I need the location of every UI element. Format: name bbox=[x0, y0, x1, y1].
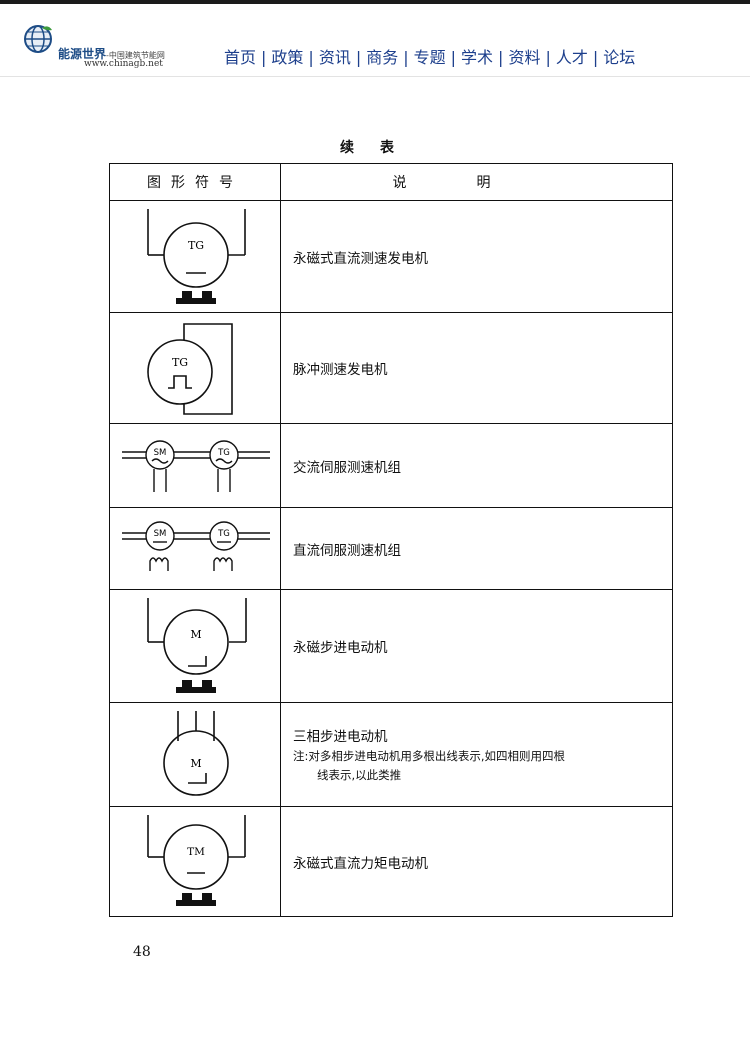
top-border bbox=[0, 0, 750, 4]
site-header: 能源世界-中国建筑节能网 www.chinagb.net 首页|政策|资讯|商务… bbox=[0, 4, 750, 77]
site-logo[interactable]: 能源世界-中国建筑节能网 www.chinagb.net bbox=[22, 22, 222, 72]
header-symbol: 图形符号 bbox=[109, 163, 281, 201]
symbol-cell: SM TG bbox=[109, 507, 281, 590]
torque-motor-symbol: TM bbox=[147, 814, 246, 906]
description-note: 注:对多相步进电动机用多根出线表示,如四相则用四根 线表示,以此类推 bbox=[293, 747, 672, 785]
symbol-label: M bbox=[190, 628, 201, 641]
symbol-label: TG bbox=[188, 239, 204, 252]
note-line: 线表示,以此类推 bbox=[317, 767, 402, 782]
dc-servo-set-symbol: SM TG bbox=[122, 520, 270, 571]
symbol-label: TG bbox=[217, 529, 230, 539]
symbol-label: TM bbox=[187, 846, 205, 858]
tg-pulse-symbol: TG bbox=[147, 323, 233, 415]
table-row: SM TG 直流伺服测速机组 bbox=[109, 507, 673, 590]
description-cell: 三相步进电动机 注:对多相步进电动机用多根出线表示,如四相则用四根 线表示,以此… bbox=[280, 702, 673, 807]
header-divider bbox=[0, 76, 750, 77]
note-line: 注:对多相步进电动机用多根出线表示,如四相则用四根 bbox=[293, 748, 566, 763]
main-nav: 首页|政策|资讯|商务|专题|学术|资料|人才|论坛 bbox=[224, 44, 635, 68]
table-row: M 永磁步进电动机 bbox=[109, 589, 673, 703]
nav-item-policy[interactable]: 政策 bbox=[271, 48, 304, 67]
table-row: SM TG 交流伺服测速机组 bbox=[109, 423, 673, 508]
nav-separator: | bbox=[450, 48, 457, 67]
symbol-label: SM bbox=[154, 529, 167, 539]
nav-separator: | bbox=[592, 48, 599, 67]
nav-separator: | bbox=[498, 48, 504, 67]
nav-item-forum[interactable]: 论坛 bbox=[603, 48, 636, 67]
description-cell: 永磁式直流力矩电动机 bbox=[280, 806, 673, 917]
stepper-permanent-magnet-symbol: M bbox=[147, 598, 247, 693]
symbol-label: M bbox=[190, 757, 201, 770]
description-cell: 永磁式直流测速发电机 bbox=[280, 200, 673, 313]
symbol-cell: TM bbox=[109, 806, 281, 917]
symbol-cell: TG bbox=[109, 312, 281, 424]
site-tagline: -中国建筑节能网 bbox=[106, 51, 165, 60]
site-name: 能源世界-中国建筑节能网 bbox=[58, 47, 165, 61]
description-cell: 永磁步进电动机 bbox=[280, 589, 673, 703]
stepper-three-phase-symbol: M bbox=[163, 710, 229, 796]
header-description: 说明 bbox=[280, 163, 673, 201]
nav-item-business[interactable]: 商务 bbox=[366, 48, 399, 67]
table-row: TM 永磁式直流力矩电动机 bbox=[109, 806, 673, 917]
table-title: 续表 bbox=[340, 140, 420, 156]
nav-separator: | bbox=[261, 48, 267, 67]
nav-separator: | bbox=[545, 48, 551, 67]
table-row: TG 永磁式直流测速发电机 bbox=[109, 200, 673, 313]
site-url: www.chinagb.net bbox=[84, 59, 163, 69]
symbol-label: TG bbox=[172, 356, 188, 369]
page-number: 48 bbox=[133, 944, 151, 960]
symbol-cell: M bbox=[109, 589, 281, 703]
description-cell: 交流伺服测速机组 bbox=[280, 423, 673, 508]
nav-separator: | bbox=[355, 48, 362, 67]
nav-separator: | bbox=[403, 48, 409, 67]
symbol-label: TG bbox=[217, 448, 230, 458]
table-row: TG 脉冲测速发电机 bbox=[109, 312, 673, 424]
description-cell: 直流伺服测速机组 bbox=[280, 507, 673, 590]
symbol-cell: SM TG bbox=[109, 423, 281, 508]
ac-servo-set-symbol: SM TG bbox=[122, 439, 270, 492]
nav-item-topics[interactable]: 专题 bbox=[413, 48, 446, 67]
nav-item-academic[interactable]: 学术 bbox=[461, 48, 494, 67]
nav-separator: | bbox=[308, 48, 314, 67]
nav-item-news[interactable]: 资讯 bbox=[318, 48, 351, 67]
table-row: M 三相步进电动机 注:对多相步进电动机用多根出线表示,如四相则用四根 线表示,… bbox=[109, 702, 673, 807]
globe-icon bbox=[24, 25, 52, 53]
description-text: 三相步进电动机 bbox=[293, 728, 388, 745]
symbol-cell: TG bbox=[109, 200, 281, 313]
description-cell: 脉冲测速发电机 bbox=[280, 312, 673, 424]
symbol-table: 图形符号 说明 TG 永磁式直流测速发电机 bbox=[109, 163, 673, 917]
nav-item-resources[interactable]: 资料 bbox=[508, 48, 541, 67]
nav-item-talent[interactable]: 人才 bbox=[555, 48, 588, 67]
nav-item-home[interactable]: 首页 bbox=[224, 48, 257, 67]
table-header-row: 图形符号 说明 bbox=[109, 163, 673, 201]
symbol-label: SM bbox=[154, 448, 167, 458]
symbol-cell: M bbox=[109, 702, 281, 807]
tg-permanent-magnet-symbol: TG bbox=[147, 208, 246, 304]
